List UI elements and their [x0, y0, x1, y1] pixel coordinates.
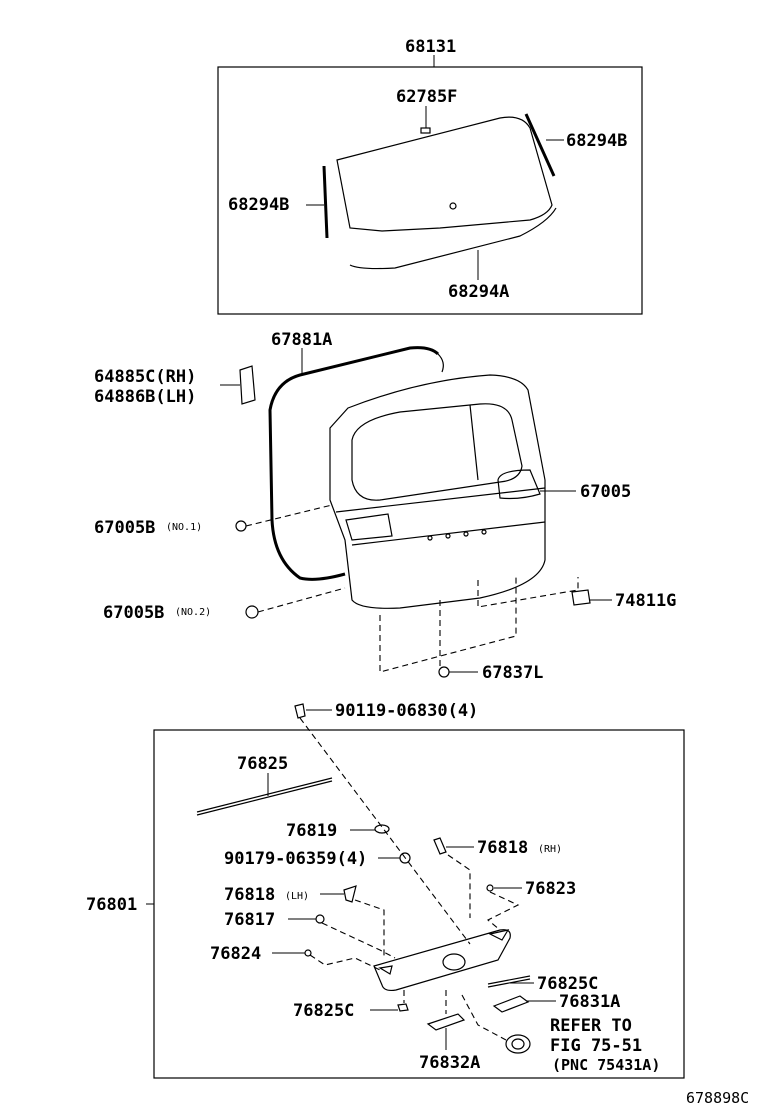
- back-window-glass-group: 68131 62785F 68294B 68294B 68294A: [217, 37, 643, 315]
- label-74811G: 74811G: [615, 591, 676, 611]
- bracket-76818-lh: [343, 885, 357, 903]
- cover-74811G: [571, 589, 591, 606]
- bracket-76818-rh: [433, 837, 447, 855]
- clip-76817: [315, 914, 325, 924]
- label-76818-rh-note: (RH): [538, 844, 562, 855]
- figure-code: 678898C: [686, 1089, 749, 1107]
- label-76825C-left: 76825C: [293, 1001, 354, 1021]
- bolt-90119: [294, 703, 306, 719]
- label-67005B-no2: 67005B: [103, 603, 164, 623]
- clip-76819: [374, 824, 390, 834]
- label-76825C-right: 76825C: [537, 974, 598, 994]
- label-68294A: 68294A: [448, 282, 509, 302]
- cushion-67005B-no2: [245, 605, 259, 619]
- label-refer-fig: FIG 75-51: [550, 1036, 642, 1056]
- label-76831A: 76831A: [559, 992, 620, 1012]
- back-door-panel-67005: [329, 374, 546, 609]
- moulding-68294A: [349, 207, 557, 270]
- cushion-67005B-no1: [235, 520, 247, 532]
- label-67005B-no1-note: (NO.1): [166, 522, 202, 533]
- back-window-glass: [336, 116, 553, 232]
- label-76824: 76824: [210, 944, 261, 964]
- label-76818-rh: 76818: [477, 838, 528, 858]
- label-76818-lh: 76818: [224, 885, 275, 905]
- weatherstrip-67881A: [268, 346, 440, 581]
- label-76832A: 76832A: [419, 1053, 480, 1073]
- label-67881A: 67881A: [271, 330, 332, 350]
- label-refer-to: REFER TO: [550, 1016, 632, 1036]
- label-68294B-right: 68294B: [566, 131, 627, 151]
- emblem-reference: [505, 1034, 531, 1054]
- moulding-68294B-right: [524, 113, 556, 177]
- label-90179: 90179-06359(4): [224, 849, 367, 869]
- label-76819: 76819: [286, 821, 337, 841]
- label-67005: 67005: [580, 482, 631, 502]
- seal-76825C-right: [487, 975, 531, 985]
- label-76825: 76825: [237, 754, 288, 774]
- label-64886B: 64886B(LH): [94, 387, 196, 407]
- label-90119: 90119-06830(4): [335, 701, 478, 721]
- label-67005B-no2-note: (NO.2): [175, 607, 211, 618]
- back-door-group: 67881A 64885C(RH) 64886B(LH) 67005 67005…: [94, 330, 676, 683]
- garnish-76801: [373, 929, 511, 992]
- garnish-group: 76801 76825 76819 90179-06359(4) 76818 (…: [86, 729, 685, 1079]
- label-76818-lh-note: (LH): [285, 891, 309, 902]
- bracket-76831A: [492, 995, 530, 1013]
- hinge-64885C: [239, 365, 256, 405]
- seal-76825C-left: [397, 1003, 409, 1012]
- label-68131: 68131: [405, 37, 456, 57]
- label-67005B-no1: 67005B: [94, 518, 155, 538]
- label-76823: 76823: [525, 879, 576, 899]
- label-refer-pnc: (PNC 75431A): [552, 1056, 660, 1074]
- label-76801: 76801: [86, 895, 137, 915]
- bolt-90119-group: 90119-06830(4): [294, 701, 478, 945]
- label-67837L: 67837L: [482, 663, 543, 683]
- nut-67837L: [438, 666, 450, 678]
- back-door-window-opening: [351, 403, 523, 501]
- moulding-68294B-left: [322, 165, 329, 239]
- label-62785F: 62785F: [396, 87, 457, 107]
- clip-76823: [486, 884, 494, 892]
- bracket-76832A: [426, 1013, 466, 1031]
- glass-group-box: [217, 66, 643, 315]
- label-64885C: 64885C(RH): [94, 367, 196, 387]
- stopper-62785F: [420, 127, 431, 134]
- label-68294B-left: 68294B: [228, 195, 289, 215]
- label-76817: 76817: [224, 910, 275, 930]
- garnish-strip-76825: [196, 777, 333, 813]
